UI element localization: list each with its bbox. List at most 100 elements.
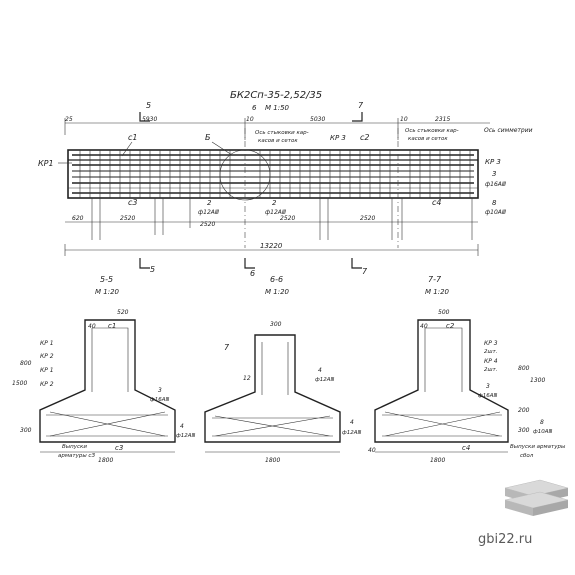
label-n8: 8 xyxy=(492,199,497,207)
section-5-5-kp2a: КР 2 xyxy=(40,353,54,360)
section-7-7-kp3: КР 3 xyxy=(484,340,498,347)
label-n2b: 2 xyxy=(272,199,277,207)
section-7-7-scale: М 1:20 xyxy=(425,288,450,296)
section-6-6-n4b: 4 xyxy=(350,419,354,426)
section-7-7-kp3n: 2шт. xyxy=(484,349,498,355)
section-6-6-n4a: 4 xyxy=(318,367,322,374)
section-5-5-note2: арматуры сЗ xyxy=(58,453,95,459)
section-5-5-phi16: ф16АⅢ xyxy=(150,397,169,403)
section-5-5-dim-h2: 800 xyxy=(20,360,32,367)
section-5-5-kp2b: КР 2 xyxy=(40,381,54,388)
section-6-6: 6-6 М 1:20 300 1800 7 12 4 ф12АⅢ 4 ф12АⅢ xyxy=(204,275,361,464)
section-5-5-title: 5-5 xyxy=(100,275,113,284)
section-7-7-dim-h2: 1300 xyxy=(530,377,545,384)
section-5-5-dim-40: 40 xyxy=(88,323,96,330)
label-phi12a: ф12АⅢ xyxy=(198,209,219,216)
dim-top-5030: 5030 xyxy=(310,116,325,123)
dim-bottom-620: 620 xyxy=(72,215,84,222)
section-5-5-dim-top: 520 xyxy=(117,309,129,316)
section-5-5-n3: 3 xyxy=(158,387,162,394)
section-5-5-c1: с1 xyxy=(108,322,116,330)
section-5-5-scale: М 1:20 xyxy=(95,288,120,296)
label-c3: с3 xyxy=(128,198,138,207)
section-5-5-kp1a: КР 1 xyxy=(40,340,54,347)
dim-overall: 13220 xyxy=(260,242,283,250)
dim-bottom-2520b: 2520 xyxy=(200,221,215,228)
label-c2: с2 xyxy=(360,133,370,142)
section-7-7-dim-top: 500 xyxy=(438,309,450,316)
elevation-title: БК2Сп-35-2,52/35 xyxy=(230,90,322,101)
section-7-7: 7-7 М 1:20 500 1800 40 с2 КР 3 2шт. КР 4… xyxy=(368,275,566,464)
label-phi12b: ф12АⅢ xyxy=(265,209,286,216)
label-kp3-top: КР 3 xyxy=(330,134,346,142)
dim-top-2315: 2315 xyxy=(435,116,450,123)
section-mark-6-bottom: 6 xyxy=(250,269,255,278)
section-6-6-d7: 7 xyxy=(224,343,230,352)
section-mark-7-top: 7 xyxy=(358,101,364,110)
note-splice-2a: Ось стыковки кар- xyxy=(405,128,459,134)
dim-bottom-2520a: 2520 xyxy=(120,215,135,222)
section-7-7-note2: сбол xyxy=(520,453,534,459)
section-6-6-phi12b: ф12АⅢ xyxy=(342,430,361,436)
elevation-scale: М 1:50 xyxy=(265,104,290,112)
section-5-5-dim-h3: 300 xyxy=(20,427,32,434)
dim-bottom-2520c: 2520 xyxy=(280,215,295,222)
section-5-5: 5-5 М 1:20 520 1800 1500 800 300 40 с1 К… xyxy=(12,275,195,464)
label-kp3-right: КР 3 xyxy=(485,158,501,166)
note-splice-1b: касов и сеток xyxy=(258,138,298,144)
section-7-7-note1: Выпуски арматуры xyxy=(510,444,566,450)
label-phi10: ф10АⅢ xyxy=(485,209,506,216)
section-mark-7-bottom: 7 xyxy=(362,267,368,276)
note-splice-2b: касов и сеток xyxy=(408,136,448,142)
section-5-5-kp1b: КР 1 xyxy=(40,367,54,374)
section-5-5-dim-w: 1800 xyxy=(98,457,113,464)
label-n3: 3 xyxy=(492,170,496,178)
label-axis-symmetry: Ось симметрии xyxy=(484,127,533,134)
watermark-text: gbi22.ru xyxy=(478,532,533,547)
section-7-7-dim-h1: 800 xyxy=(518,365,530,372)
label-kp1: КР1 xyxy=(38,159,54,168)
section-7-7-kp4: КР 4 xyxy=(484,358,498,365)
section-7-7-c2: с2 xyxy=(446,322,455,330)
section-7-7-phi16: ф16АⅢ xyxy=(478,393,497,399)
section-5-5-note1: Выпуски xyxy=(62,444,87,450)
label-phi16: ф16АⅢ xyxy=(485,181,506,188)
dim-bottom-2520d: 2520 xyxy=(360,215,375,222)
note-splice-1a: Ось стыковки кар- xyxy=(255,130,309,136)
section-6-6-n12: 12 xyxy=(243,375,251,382)
beam-elevation: БК2Сп-35-2,52/35 М 1:50 25 5930 10 5030 … xyxy=(38,90,533,278)
label-n2a: 2 xyxy=(207,199,212,207)
dim-top-10b: 10 xyxy=(400,116,408,123)
detail-b-label: Б xyxy=(205,133,211,142)
section-7-7-dim-w: 1800 xyxy=(430,457,445,464)
section-7-7-kp4n: 2шт. xyxy=(484,367,498,373)
section-6-6-dim-top: 300 xyxy=(270,321,282,328)
section-5-5-c3: с3 xyxy=(115,444,123,452)
section-mark-5-top: 5 xyxy=(146,101,151,110)
dim-top-25: 25 xyxy=(65,116,73,123)
section-7-7-title: 7-7 xyxy=(428,275,442,284)
section-5-5-phi12: ф12АⅢ xyxy=(176,433,195,439)
dim-top-5930: 5930 xyxy=(142,116,157,123)
logo-icon xyxy=(504,479,569,516)
section-6-6-scale: М 1:20 xyxy=(265,288,290,296)
section-6-6-phi12a: ф12АⅢ xyxy=(315,377,334,383)
dim-top-10a: 10 xyxy=(246,116,254,123)
section-mark-6-top: 6 xyxy=(252,104,257,112)
section-5-5-n4: 4 xyxy=(180,423,184,430)
label-c1: с1 xyxy=(128,133,138,142)
section-6-6-dim-w: 1800 xyxy=(265,457,280,464)
section-7-7-dim-h4: 300 xyxy=(518,427,530,434)
section-mark-5-bottom: 5 xyxy=(150,265,155,274)
section-7-7-dim-40: 40 xyxy=(420,323,428,330)
section-7-7-dim-h3: 200 xyxy=(518,407,530,414)
label-c4: с4 xyxy=(432,198,442,207)
section-7-7-c4: с4 xyxy=(462,444,470,452)
section-5-5-dim-h1: 1500 xyxy=(12,380,27,387)
section-6-6-title: 6-6 xyxy=(270,275,283,284)
section-7-7-phi10: ф10АⅢ xyxy=(533,429,552,435)
section-7-7-n8: 8 xyxy=(540,419,544,426)
section-7-7-n3: 3 xyxy=(486,383,490,390)
section-7-7-dim-h5: 40 xyxy=(368,447,376,454)
